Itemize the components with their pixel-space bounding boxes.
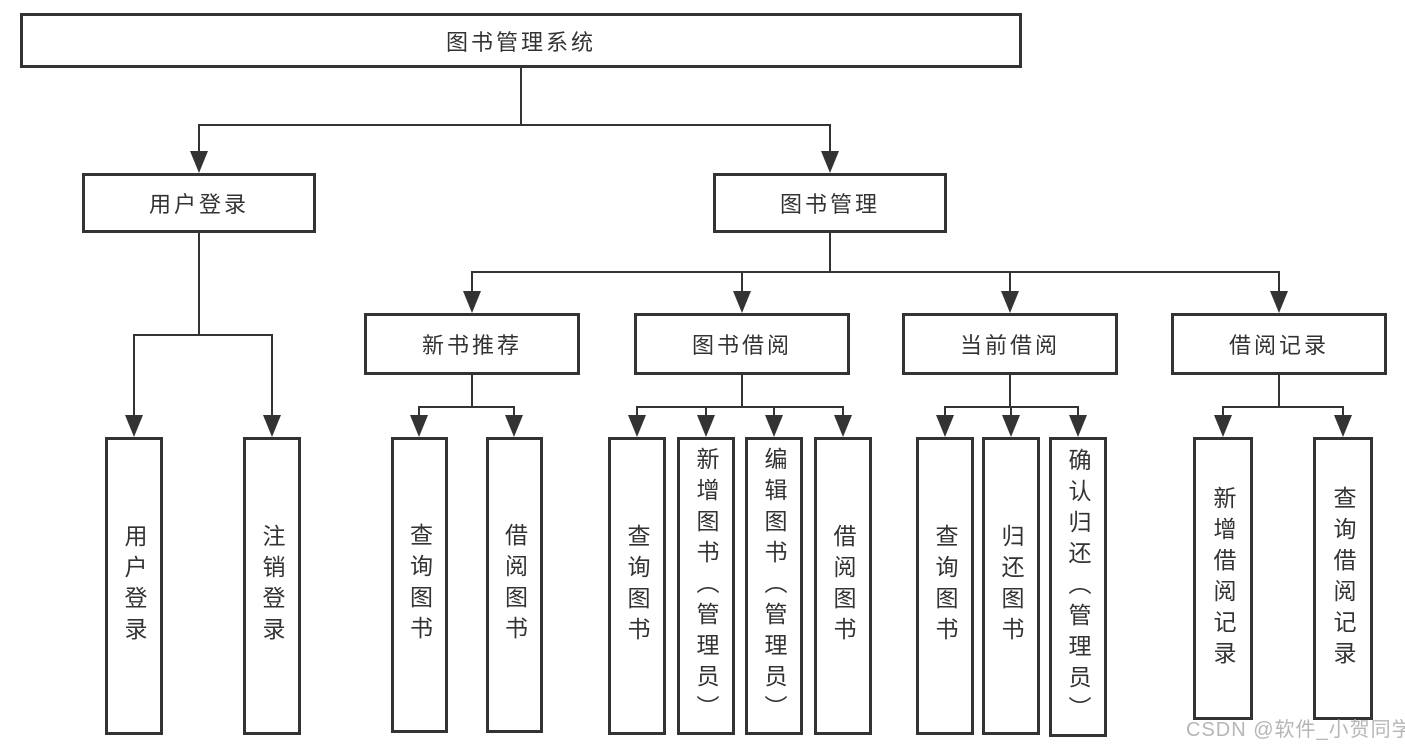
leaf-confirm-return-admin: 确认归还（管理员）: [1049, 437, 1107, 737]
connector-line: [198, 233, 200, 336]
leaf-edit-book-admin: 编辑图书（管理员）: [745, 437, 803, 735]
leaf-add-borrow-record: 新增借阅记录: [1193, 437, 1253, 720]
arrow-down-icon: [733, 291, 751, 313]
connector-line: [829, 124, 831, 154]
connector-line: [133, 334, 273, 336]
connector-line: [829, 233, 831, 273]
leaf-borrow-books-recommend: 借阅图书: [486, 437, 543, 733]
arrow-down-icon: [463, 291, 481, 313]
connector-line: [1342, 406, 1344, 418]
node-book-borrow: 图书借阅: [634, 313, 850, 375]
arrow-down-icon: [834, 415, 852, 437]
leaf-add-book-admin: 新增图书（管理员）: [677, 437, 735, 735]
leaf-query-books-current: 查询图书: [916, 437, 974, 735]
connector-line: [1278, 271, 1280, 295]
arrow-down-icon: [936, 415, 954, 437]
node-user-login: 用户登录: [82, 173, 316, 233]
arrow-down-icon: [263, 415, 281, 437]
connector-line: [636, 406, 844, 408]
connector-line: [944, 406, 946, 418]
connector-line: [842, 406, 844, 418]
connector-line: [471, 375, 473, 408]
connector-line: [471, 271, 1280, 273]
connector-line: [636, 406, 638, 418]
arrow-down-icon: [1270, 291, 1288, 313]
connector-line: [513, 406, 515, 418]
connector-line: [741, 271, 743, 295]
connector-line: [418, 406, 515, 408]
node-book-management: 图书管理: [713, 173, 947, 233]
node-current-borrow: 当前借阅: [902, 313, 1118, 375]
connector-line: [1077, 406, 1079, 418]
arrow-down-icon: [1214, 415, 1232, 437]
arrow-down-icon: [125, 415, 143, 437]
node-new-book-recommend: 新书推荐: [364, 313, 580, 375]
connector-line: [1222, 406, 1344, 408]
arrow-down-icon: [765, 415, 783, 437]
connector-line: [1278, 375, 1280, 408]
node-root: 图书管理系统: [20, 13, 1022, 68]
connector-line: [418, 406, 420, 418]
leaf-user-login: 用户登录: [105, 437, 163, 735]
connector-line: [773, 406, 775, 418]
leaf-logout: 注销登录: [243, 437, 301, 735]
connector-line: [741, 375, 743, 408]
leaf-return-books: 归还图书: [982, 437, 1040, 735]
connector-line: [1010, 406, 1012, 418]
connector-line: [198, 124, 200, 154]
connector-line: [198, 124, 831, 126]
arrow-down-icon: [1069, 415, 1087, 437]
arrow-down-icon: [1001, 291, 1019, 313]
arrow-down-icon: [410, 415, 428, 437]
leaf-borrow-books: 借阅图书: [814, 437, 872, 735]
arrow-down-icon: [697, 415, 715, 437]
connector-line: [705, 406, 707, 418]
connector-line: [133, 334, 135, 418]
leaf-query-books-borrow: 查询图书: [608, 437, 666, 735]
arrow-down-icon: [505, 415, 523, 437]
leaf-query-borrow-record: 查询借阅记录: [1313, 437, 1373, 720]
arrow-down-icon: [821, 151, 839, 173]
connector-line: [1222, 406, 1224, 418]
leaf-query-books-recommend: 查询图书: [391, 437, 448, 733]
arrow-down-icon: [1334, 415, 1352, 437]
node-borrow-records: 借阅记录: [1171, 313, 1387, 375]
connector-line: [520, 68, 522, 125]
connector-line: [271, 334, 273, 418]
arrow-down-icon: [190, 151, 208, 173]
connector-line: [1009, 375, 1011, 408]
arrow-down-icon: [628, 415, 646, 437]
arrow-down-icon: [1002, 415, 1020, 437]
connector-line: [471, 271, 473, 295]
connector-line: [1009, 271, 1011, 295]
watermark: CSDN @软件_小贺同学: [1186, 719, 1405, 741]
